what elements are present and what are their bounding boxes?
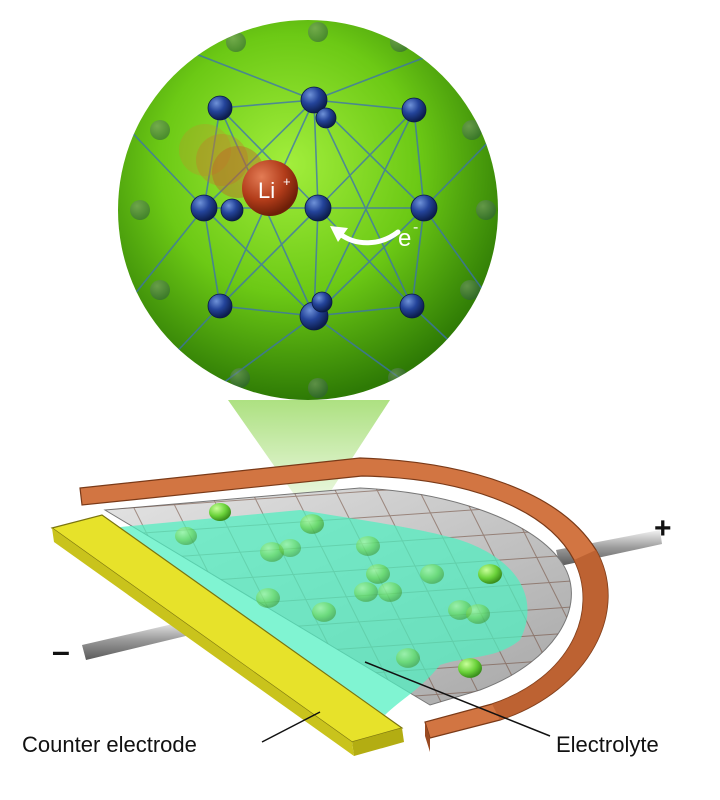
magnification-beam xyxy=(228,400,390,520)
background-atom xyxy=(462,120,482,140)
atom xyxy=(315,107,337,129)
particle-bead xyxy=(396,648,420,668)
electron-label: e xyxy=(398,225,411,252)
atom xyxy=(401,97,427,123)
atom xyxy=(399,293,425,319)
cathode-ring-top-edge xyxy=(492,550,609,720)
negative-terminal-label: – xyxy=(52,633,70,669)
particle-bead xyxy=(366,564,390,584)
lattice-atoms xyxy=(190,86,438,331)
lithium-ion xyxy=(242,160,298,216)
electrolyte-leader xyxy=(364,661,551,737)
background-atom xyxy=(150,120,170,140)
atom xyxy=(304,194,332,222)
lithium-trail xyxy=(179,124,264,198)
particle-beads xyxy=(175,502,502,678)
particle-bead xyxy=(466,604,490,624)
negative-wire xyxy=(82,620,194,660)
particle-bead xyxy=(300,514,324,534)
background-atom xyxy=(390,32,410,52)
background-atom xyxy=(130,200,150,220)
particle-bead xyxy=(260,542,284,562)
particle-bead xyxy=(378,582,402,602)
particle-bead xyxy=(209,502,231,522)
particle-bead xyxy=(354,582,378,602)
positive-terminal-label: + xyxy=(654,512,672,545)
background-atom xyxy=(308,22,328,42)
particle-bead xyxy=(175,526,197,546)
particle-bead xyxy=(420,564,444,584)
atom xyxy=(190,194,218,222)
electron-charge: - xyxy=(413,219,418,236)
atom xyxy=(300,86,328,114)
particle-bead xyxy=(256,588,280,608)
arrow-head-icon xyxy=(330,226,348,242)
background-atom xyxy=(308,378,328,398)
background-atom xyxy=(146,368,166,388)
particle-bead xyxy=(458,658,482,678)
counter-electrode-side xyxy=(352,728,404,756)
particle-bead xyxy=(279,538,301,558)
background-atom xyxy=(226,32,246,52)
atom xyxy=(410,194,438,222)
atom xyxy=(220,198,244,222)
cathode-ring-side xyxy=(425,722,430,752)
counter-electrode-front xyxy=(52,528,354,756)
background-atom xyxy=(476,200,496,220)
ion-charge: + xyxy=(283,174,291,189)
atom xyxy=(311,291,333,313)
background-atom xyxy=(230,368,250,388)
atom xyxy=(207,293,233,319)
background-atom xyxy=(150,280,170,300)
ion-label: Li xyxy=(258,178,275,203)
battery-cell: + – xyxy=(50,457,672,756)
counter-electrode-leader xyxy=(261,711,321,743)
background-atom xyxy=(388,368,408,388)
counter-electrode-label: Counter electrode xyxy=(22,732,197,757)
particle-bead xyxy=(356,536,380,556)
particle-bead xyxy=(478,564,502,584)
crystal-sphere: Li + e - xyxy=(118,20,498,400)
particle-bead xyxy=(312,602,336,622)
background-atom xyxy=(460,280,480,300)
atom xyxy=(207,95,233,121)
electrolyte-label: Electrolyte xyxy=(556,732,659,757)
background-atom xyxy=(460,370,480,390)
curved-arrow-icon xyxy=(337,229,401,246)
particle-bead xyxy=(448,600,472,620)
